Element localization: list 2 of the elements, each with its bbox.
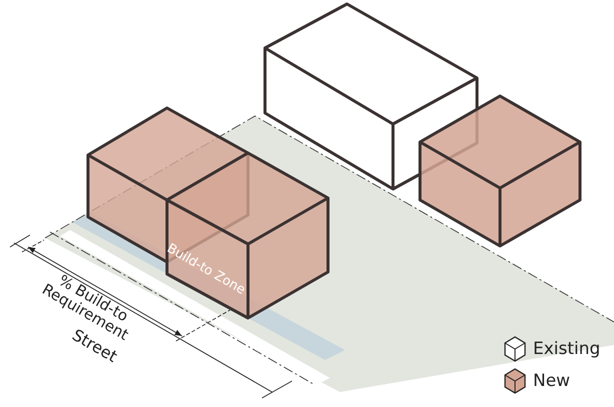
legend-label: Existing [533, 339, 600, 359]
legend-label: New [533, 371, 570, 391]
